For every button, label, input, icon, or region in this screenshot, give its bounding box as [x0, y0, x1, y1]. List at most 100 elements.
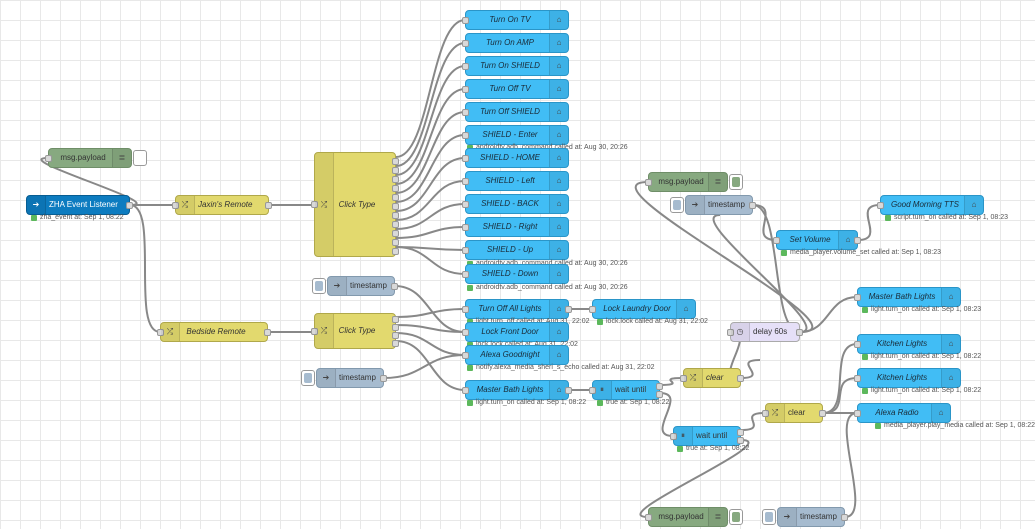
node-label: Click Type	[338, 200, 376, 209]
debug-node-mid[interactable]: msg.payload ≣	[645, 172, 743, 192]
status-dot-icon	[467, 318, 473, 325]
flow-wire[interactable]	[822, 377, 858, 414]
flow-wire[interactable]	[395, 226, 466, 239]
node-status: light.turn_on called at: Sep 1, 08:23	[862, 306, 981, 313]
flow-wire[interactable]	[40, 157, 138, 206]
flow-wire[interactable]	[822, 343, 858, 414]
ha-node-good-morning-tts[interactable]: Good Morning TTS⌂	[877, 195, 984, 215]
flow-wire[interactable]	[395, 324, 466, 333]
flow-wire[interactable]	[395, 308, 466, 318]
flow-wire[interactable]	[659, 392, 674, 437]
home-assistant-icon: ⌂	[549, 300, 568, 318]
flow-wire[interactable]	[395, 134, 466, 203]
flow-wire[interactable]	[395, 157, 466, 212]
debug-toggle-button[interactable]	[729, 174, 743, 190]
inject-trigger-button[interactable]	[762, 509, 776, 525]
node-status: zha_event at: Sep 1, 08:22	[31, 214, 124, 221]
switch-icon: ⤮	[176, 196, 195, 214]
ha-node-shield-home[interactable]: SHIELD - HOME⌂	[462, 148, 569, 168]
flow-wire[interactable]	[395, 340, 466, 391]
switch-node-jaxins-remote[interactable]: ⤮ Jaxin's Remote	[172, 195, 272, 215]
flow-wire[interactable]	[383, 354, 466, 379]
inject-node-timestamp-4[interactable]: ➔ timestamp	[762, 507, 848, 527]
node-label: clear	[706, 373, 724, 382]
ha-node-master-bath-lights-1[interactable]: Master Bath Lights⌂	[462, 380, 572, 400]
ha-node-shield-back[interactable]: SHIELD - BACK⌂	[462, 194, 569, 214]
flow-wire[interactable]	[395, 19, 466, 158]
flow-wire[interactable]	[634, 181, 814, 333]
ha-node-alexa-goodnight[interactable]: Alexa Goodnight⌂	[462, 345, 569, 365]
flow-wire[interactable]	[129, 204, 161, 333]
flow-wire[interactable]	[799, 296, 858, 333]
inject-arrow-icon: ➔	[686, 196, 705, 214]
ha-node-kitchen-lights-2[interactable]: Kitchen Lights⌂	[854, 368, 961, 388]
node-label: Turn Off All Lights	[478, 304, 542, 313]
ha-node-master-bath-lights-2[interactable]: Master Bath Lights⌂	[854, 287, 961, 307]
ha-node-alexa-radio[interactable]: Alexa Radio⌂	[854, 403, 951, 423]
flow-wire[interactable]	[395, 88, 466, 185]
flow-wire[interactable]	[395, 65, 466, 176]
wait-until-node-1[interactable]: ⏸ wait until	[589, 380, 663, 400]
ha-node-shield-up[interactable]: SHIELD - Up⌂	[462, 240, 569, 260]
flow-wire[interactable]	[639, 439, 750, 518]
home-assistant-icon: ⌂	[941, 369, 960, 387]
ha-node-shield-down[interactable]: SHIELD - Down⌂	[462, 264, 569, 284]
flow-wire[interactable]	[740, 359, 761, 379]
ha-node-shield-right[interactable]: SHIELD - Right⌂	[462, 217, 569, 237]
delay-node-60s[interactable]: ◷ delay 60s	[727, 322, 803, 342]
inject-node-timestamp-1[interactable]: ➔ timestamp	[312, 276, 398, 296]
status-dot-icon	[862, 353, 868, 360]
ha-node-turn-off-shield[interactable]: Turn Off SHIELD⌂	[462, 102, 569, 122]
ha-node-turn-on-shield[interactable]: Turn On SHIELD⌂	[462, 56, 569, 76]
node-status: script.turn_on called at: Sep 1, 08:23	[885, 214, 1008, 221]
flow-wire[interactable]	[712, 214, 808, 333]
flow-wire[interactable]	[395, 203, 466, 230]
flow-wire[interactable]	[395, 42, 466, 167]
ha-node-set-volume[interactable]: Set Volume⌂	[773, 230, 861, 250]
switch-node-click-type-1[interactable]: ⤮ Click Type	[311, 152, 399, 257]
flow-wire[interactable]	[659, 377, 684, 386]
debug-list-icon: ≣	[708, 508, 727, 526]
ha-node-turn-off-tv[interactable]: Turn Off TV⌂	[462, 79, 569, 99]
debug-toggle-button[interactable]	[133, 150, 147, 166]
switch-node-clear-1[interactable]: ⤮ clear	[680, 368, 744, 388]
home-assistant-icon: ⌂	[549, 57, 568, 75]
ha-node-lock-front-door[interactable]: Lock Front Door⌂	[462, 322, 569, 342]
node-label: timestamp	[350, 281, 387, 290]
node-status: light.turn_off called at: Aug 31, 22:02	[467, 318, 590, 325]
flow-wire[interactable]	[752, 204, 777, 241]
flow-wire[interactable]	[844, 412, 858, 518]
ha-node-lock-laundry-door[interactable]: Lock Laundry Door⌂	[589, 299, 696, 319]
flow-wire[interactable]	[395, 246, 466, 275]
zha-event-listener-node[interactable]: ➔ ZHA Event Listener	[26, 195, 133, 215]
ha-node-turn-on-amp[interactable]: Turn On AMP⌂	[462, 33, 569, 53]
flow-wire[interactable]	[752, 204, 801, 333]
inject-node-timestamp-3[interactable]: ➔ timestamp	[670, 195, 756, 215]
node-label: SHIELD - Right	[482, 222, 538, 231]
home-assistant-icon: ⌂	[931, 404, 950, 422]
inject-trigger-button[interactable]	[301, 370, 315, 386]
wait-until-node-2[interactable]: ⏸ wait until	[670, 426, 744, 446]
debug-node-bottom[interactable]: msg.payload ≣	[645, 507, 743, 527]
flow-wire[interactable]	[395, 111, 466, 194]
flow-wire[interactable]	[857, 204, 881, 241]
switch-node-click-type-2[interactable]: ⤮ Click Type	[311, 313, 399, 349]
node-label: Good Morning TTS	[890, 200, 960, 209]
flow-wire[interactable]	[740, 412, 766, 431]
ha-node-turn-on-tv[interactable]: Turn On TV⌂	[462, 10, 569, 30]
home-assistant-icon: ⌂	[549, 80, 568, 98]
debug-node-top[interactable]: msg.payload ≣	[45, 148, 147, 168]
inject-node-timestamp-2[interactable]: ➔ timestamp	[301, 368, 387, 388]
switch-node-clear-2[interactable]: ⤮ clear	[762, 403, 826, 423]
ha-node-turn-off-all-lights[interactable]: Turn Off All Lights ⌂	[462, 299, 572, 319]
inject-trigger-button[interactable]	[312, 278, 326, 294]
inject-trigger-button[interactable]	[670, 197, 684, 213]
flow-wire[interactable]	[394, 285, 466, 333]
flow-wire[interactable]	[395, 332, 466, 356]
switch-node-bedside-remote[interactable]: ⤮ Bedside Remote	[157, 322, 271, 342]
ha-node-shield-left[interactable]: SHIELD - Left⌂	[462, 171, 569, 191]
debug-toggle-button[interactable]	[729, 509, 743, 525]
ha-node-kitchen-lights-1[interactable]: Kitchen Lights⌂	[854, 334, 961, 354]
ha-node-shield-enter[interactable]: SHIELD - Enter⌂	[462, 125, 569, 145]
flow-wire[interactable]	[395, 180, 466, 221]
